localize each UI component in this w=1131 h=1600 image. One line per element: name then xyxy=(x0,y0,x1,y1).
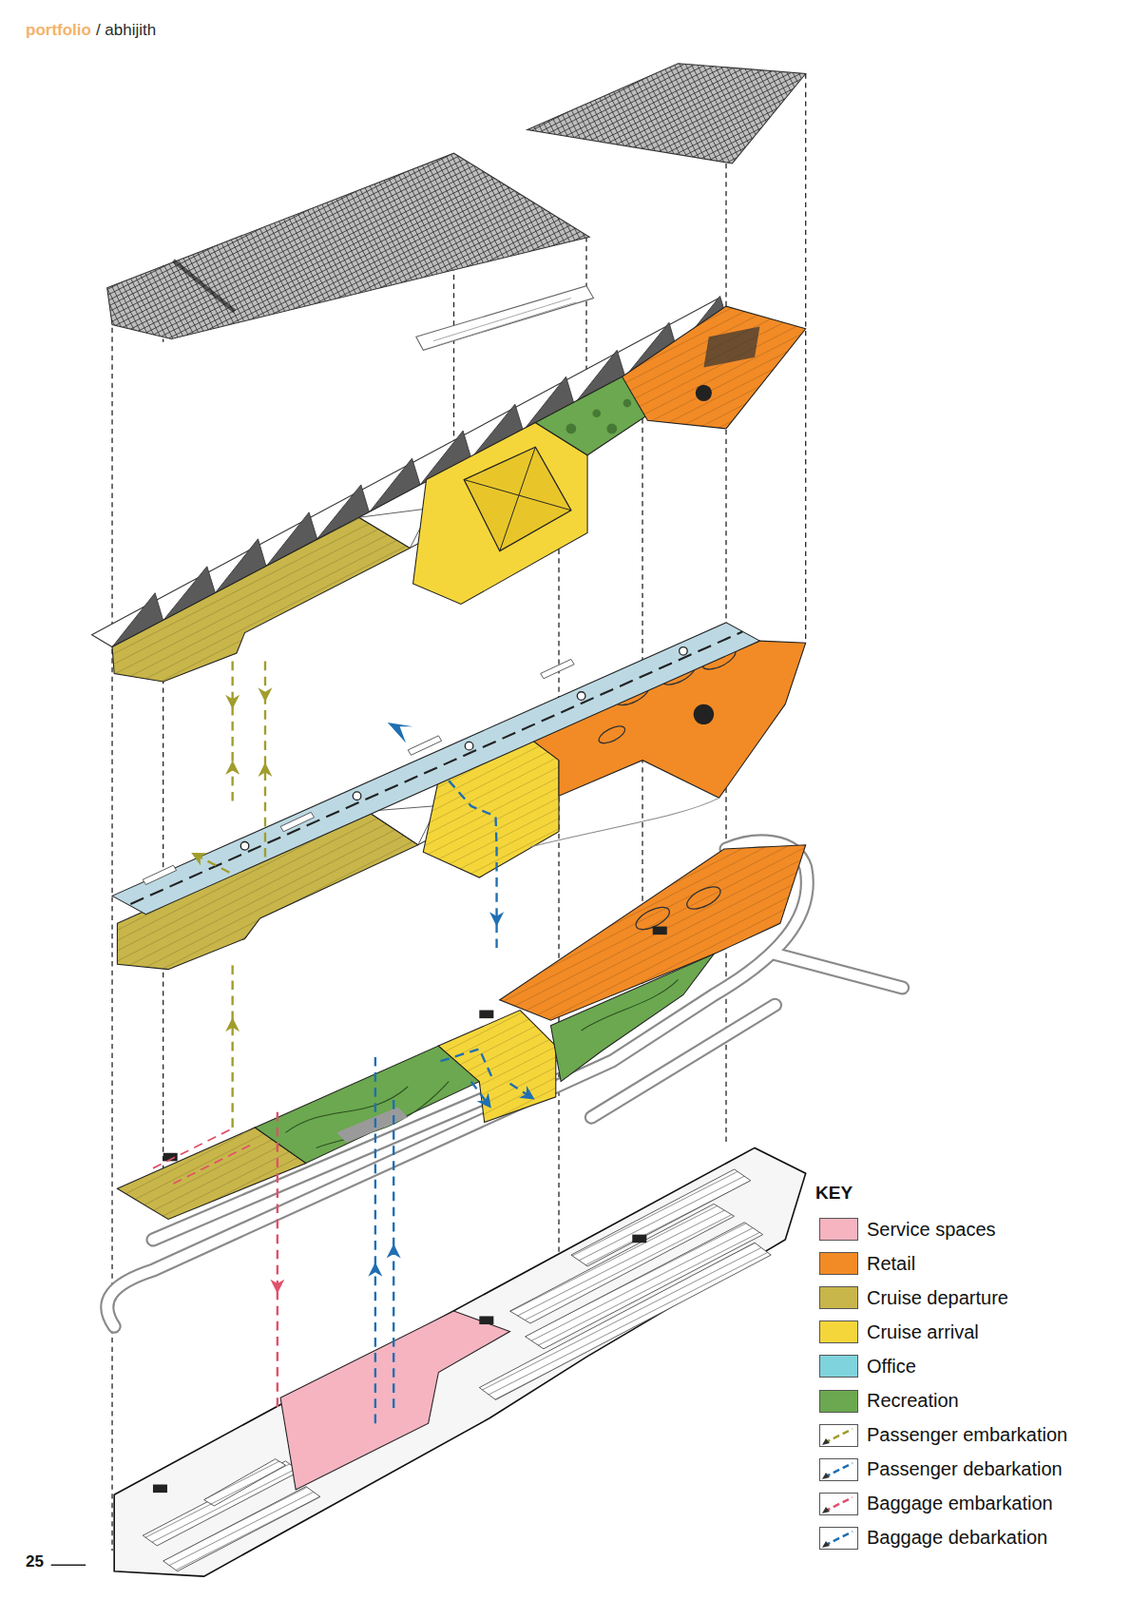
legend-text: Cruise arrival xyxy=(866,1321,979,1343)
legend-swatch xyxy=(819,1389,859,1413)
legend-line-sample xyxy=(819,1526,859,1550)
legend-line-sample xyxy=(819,1492,859,1515)
legend-text: Baggage embarkation xyxy=(866,1492,1054,1515)
legend-text: Retail xyxy=(866,1252,916,1275)
legend-swatch xyxy=(819,1217,859,1241)
legend-heading: KEY xyxy=(815,1182,853,1204)
legend-swatch xyxy=(819,1285,859,1309)
author-name: / abhijith xyxy=(95,20,156,40)
legend-line-sample xyxy=(819,1423,859,1447)
legend-line-sample xyxy=(819,1457,859,1481)
portfolio-tag: portfolio xyxy=(25,20,92,40)
legend-text: Office xyxy=(866,1355,917,1378)
legend-text: Recreation xyxy=(866,1389,959,1412)
legend-text: Baggage debarkation xyxy=(866,1526,1048,1549)
page-number: 25 xyxy=(25,1552,44,1572)
legend-text: Passenger embarkation xyxy=(866,1423,1068,1446)
legend-text: Service spaces xyxy=(866,1218,997,1241)
legend-swatch xyxy=(819,1251,859,1275)
legend-swatch xyxy=(819,1354,859,1378)
legend-text: Passenger debarkation xyxy=(866,1457,1063,1480)
legend-text: Cruise departure xyxy=(866,1286,1009,1309)
legend-swatch xyxy=(819,1320,859,1343)
